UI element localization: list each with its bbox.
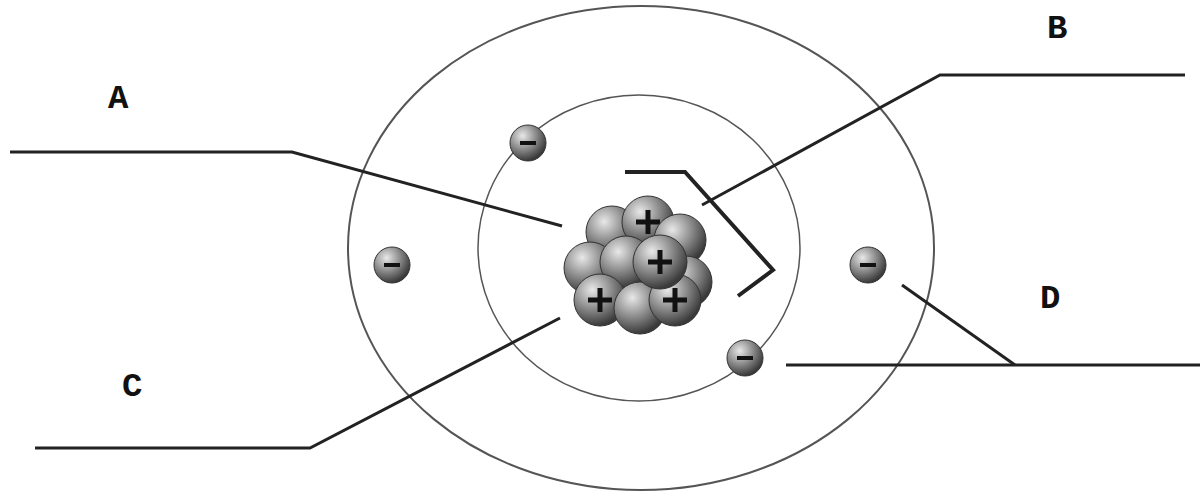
proton (633, 235, 687, 289)
electron-sphere (510, 125, 546, 161)
electron (374, 247, 410, 283)
minus-sign (737, 356, 753, 360)
inner-shell (478, 95, 800, 401)
leader-lines (10, 75, 1200, 448)
minus-sign (520, 141, 536, 145)
leader-a (10, 152, 562, 226)
part-label: B (1047, 12, 1067, 46)
plus-sign (588, 288, 612, 312)
outer-shell (348, 6, 934, 490)
electron (850, 247, 886, 283)
electron-sphere (850, 247, 886, 283)
part-label: D (1040, 282, 1060, 316)
particle-sphere (633, 235, 687, 289)
leader-d2 (902, 285, 1015, 365)
nucleus (564, 196, 712, 334)
electron-sphere (374, 247, 410, 283)
part-label: A (108, 82, 128, 116)
part-label: C (122, 370, 142, 404)
plus-sign (648, 250, 672, 274)
minus-sign (860, 263, 876, 267)
electrons (374, 125, 886, 376)
electron (727, 340, 763, 376)
electron-sphere (727, 340, 763, 376)
leader-b (702, 75, 1185, 205)
minus-sign (384, 263, 400, 267)
bracket (625, 172, 773, 296)
leader-d1 (786, 364, 1200, 367)
electron (510, 125, 546, 161)
plus-sign (663, 288, 687, 312)
leader-c (35, 318, 560, 448)
